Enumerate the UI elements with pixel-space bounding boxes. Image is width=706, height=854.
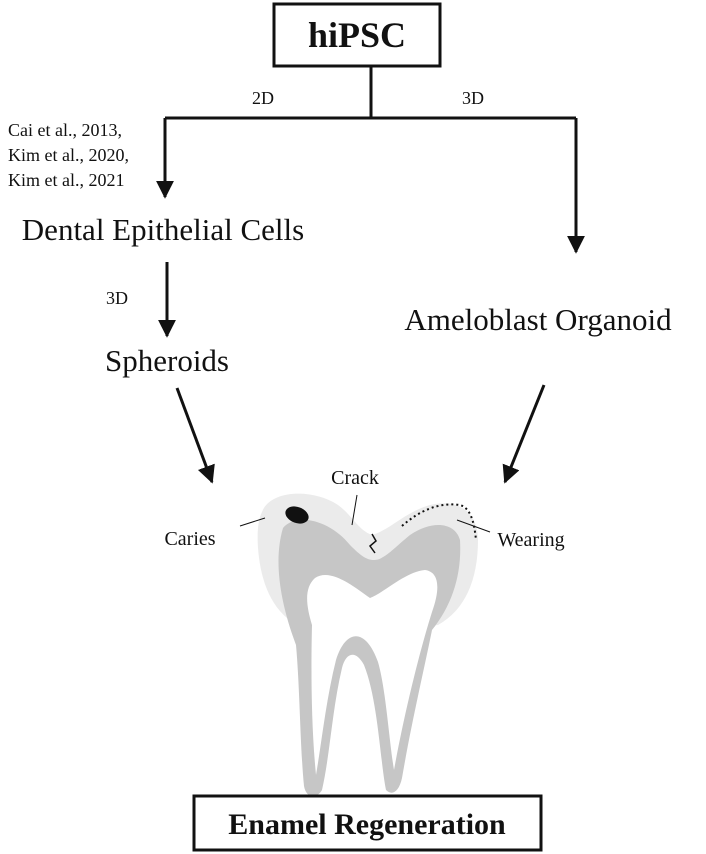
arrow-spheroids-to-tooth (175, 387, 215, 484)
hipsc-box (272, 2, 442, 68)
caries-label: Caries (164, 528, 215, 550)
enamel-regeneration-label: Enamel Regeneration (228, 808, 506, 841)
hipsc-label: hiPSC (308, 15, 406, 55)
crack-label: Crack (331, 467, 379, 489)
step-label-3d: 3D (106, 288, 128, 308)
tooth-illustration (239, 493, 491, 797)
caries-leader (239, 517, 266, 527)
ameloblast-organoid-label: Ameloblast Organoid (404, 302, 672, 337)
caries-spot (285, 506, 309, 524)
branch-label-2d: 2D (252, 88, 274, 108)
reference-1: Cai et al., 2013, (8, 120, 122, 140)
wearing-label: Wearing (497, 529, 564, 551)
crack-line (368, 533, 377, 554)
wearing-leader (456, 519, 491, 533)
spheroids-label: Spheroids (105, 343, 229, 378)
arrow-organoid-to-tooth (502, 384, 546, 484)
reference-3: Kim et al., 2021 (8, 170, 124, 190)
tooth-pulp (307, 570, 438, 775)
enamel-regeneration-box (192, 794, 543, 852)
dental-epithelial-cells-label: Dental Epithelial Cells (22, 212, 304, 247)
reference-2: Kim et al., 2020, (8, 145, 129, 165)
crack-leader (351, 494, 358, 526)
tooth-dentin (278, 519, 461, 797)
branch-label-3d: 3D (462, 88, 484, 108)
